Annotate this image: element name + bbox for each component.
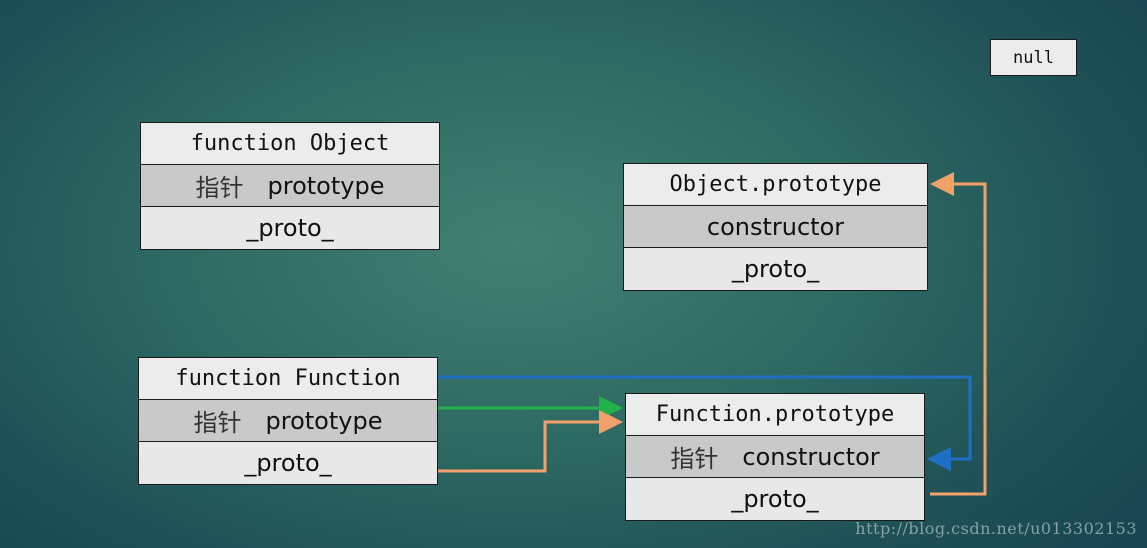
function-prototype-proto-row: _proto_ — [626, 478, 924, 520]
function-object-title: function Object — [141, 123, 439, 165]
function-prototype-constructor-row: 指针 constructor — [626, 436, 924, 478]
function-object-box: function Object 指针 prototype _proto_ — [140, 122, 440, 250]
prototype-label: prototype — [265, 406, 383, 435]
function-prototype-title: Function.prototype — [626, 394, 924, 436]
object-prototype-proto-row: _proto_ — [624, 248, 927, 290]
orange-functionprototype-proto-arrow — [930, 172, 987, 496]
blue-constructor-arrow — [438, 375, 972, 471]
function-function-box: function Function 指针 prototype _proto_ — [138, 357, 438, 485]
function-prototype-box: Function.prototype 指针 constructor _proto… — [625, 393, 925, 521]
function-function-title: function Function — [139, 358, 437, 400]
prototype-label: prototype — [267, 171, 385, 200]
function-object-proto-row: _proto_ — [141, 207, 439, 249]
object-prototype-constructor-row: constructor — [624, 206, 927, 248]
constructor-label: constructor — [742, 442, 880, 471]
function-function-proto-row: _proto_ — [139, 442, 437, 484]
null-box: null — [990, 39, 1077, 76]
function-object-prototype-row: 指针 prototype — [141, 165, 439, 207]
object-prototype-title: Object.prototype — [624, 164, 927, 206]
pointer-label: 指针 — [670, 445, 719, 473]
object-prototype-box: Object.prototype constructor _proto_ — [623, 163, 928, 291]
pointer-label: 指针 — [193, 409, 242, 437]
watermark: http://blog.csdn.net/u013302153 — [855, 519, 1137, 538]
function-function-prototype-row: 指针 prototype — [139, 400, 437, 442]
orange-function-proto-arrow — [438, 410, 623, 473]
pointer-label: 指针 — [195, 174, 244, 202]
